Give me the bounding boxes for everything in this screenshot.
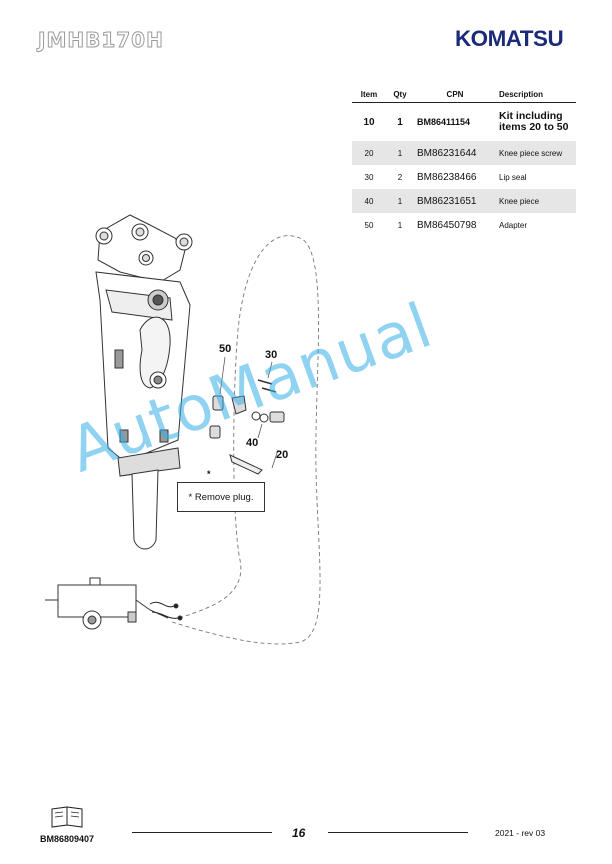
cell-description: Kit including items 20 to 50: [496, 103, 576, 142]
cell-item: 30: [364, 172, 374, 182]
cell-qty: 1: [397, 220, 403, 230]
cell-cpn: BM86411154: [417, 117, 471, 127]
header-description: Description: [496, 88, 576, 103]
knee-piece-part: [231, 395, 247, 415]
cell-item: 20: [352, 141, 386, 165]
table-row: 30 2 BM86238466 Lip seal: [352, 165, 576, 189]
callout-40: 40: [246, 437, 259, 449]
document-number: BM86809407: [40, 834, 95, 844]
cell-cpn: BM86238466: [417, 171, 477, 183]
footer-divider-right: [328, 832, 468, 833]
footer-divider-left: [132, 832, 272, 833]
cell-qty: 2: [397, 172, 403, 182]
hose-dashed-line: [171, 235, 321, 645]
cell-qty: 1: [397, 116, 403, 128]
adapter-part: [212, 395, 224, 411]
cell-cpn: BM86450798: [417, 219, 477, 231]
header-qty: Qty: [386, 88, 414, 103]
brand-logo: KOMATSU: [454, 26, 564, 51]
page-number: 16: [292, 826, 306, 840]
cell-item: 40: [352, 189, 386, 213]
cell-qty: 1: [386, 189, 414, 213]
remove-plug-note: * Remove plug.: [177, 482, 265, 512]
cell-cpn: BM86231651: [414, 189, 496, 213]
fitting-parts: [209, 379, 285, 475]
table-header-row: Item Qty CPN Description: [352, 88, 576, 103]
cell-description: Knee piece: [496, 189, 576, 213]
cell-item: 50: [364, 220, 374, 230]
cell-description: Knee piece screw: [496, 141, 576, 165]
table-row: 40 1 BM86231651 Knee piece: [352, 189, 576, 213]
power-pack-unit: [45, 577, 183, 630]
parts-table: Item Qty CPN Description 10 1 BM86411154…: [352, 88, 576, 237]
cell-qty: 1: [386, 141, 414, 165]
callout-20: 20: [276, 449, 289, 461]
callout-30: 30: [265, 349, 278, 361]
callout-asterisk: *: [207, 469, 211, 479]
header-cpn: CPN: [414, 88, 496, 103]
model-title: JMHB170H: [38, 28, 164, 53]
manual-book-icon: [51, 806, 83, 828]
hydraulic-breaker: [95, 214, 193, 550]
cell-description: Lip seal: [499, 172, 527, 182]
table-row: 50 1 BM86450798 Adapter: [352, 213, 576, 237]
kit-description-line1: Kit including: [499, 110, 563, 122]
kit-description-line2: items 20 to 50: [499, 121, 569, 133]
revision-label: 2021 - rev 03: [495, 828, 546, 838]
cell-cpn: BM86231644: [414, 141, 496, 165]
table-row-kit: 10 1 BM86411154 Kit including items 20 t…: [352, 103, 576, 142]
header-item: Item: [352, 88, 386, 103]
callout-50: 50: [219, 343, 232, 355]
knee-piece-screw-part: [229, 454, 263, 475]
cell-item: 10: [363, 116, 375, 128]
table-row: 20 1 BM86231644 Knee piece screw: [352, 141, 576, 165]
cell-description: Adapter: [499, 220, 528, 230]
